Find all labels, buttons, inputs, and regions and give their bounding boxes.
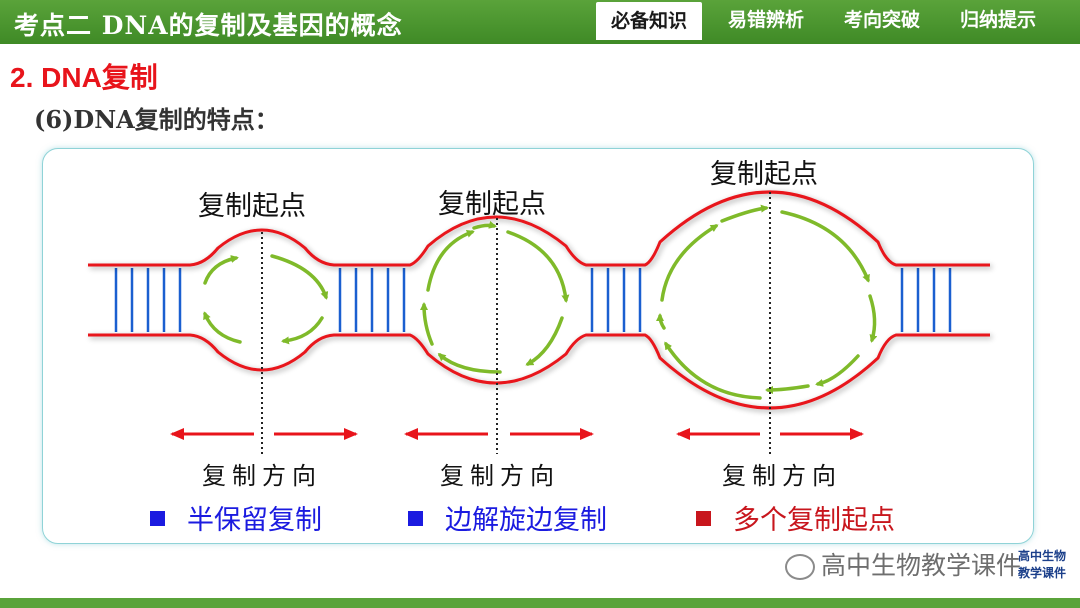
logo-line2: 教学课件: [1017, 566, 1066, 580]
section-title: 2. DNA复制: [10, 62, 158, 93]
square-bullet-icon: [408, 511, 423, 526]
feature-unwinding-while-replicating: 边解旋边复制: [408, 498, 607, 537]
tab-summary-tips[interactable]: 归纳提示: [959, 9, 1036, 31]
wechat-icon: [785, 554, 815, 580]
direction-label: 复制方向: [440, 462, 560, 490]
origin-label: 复制起点: [710, 159, 818, 190]
feature-text: 多个复制起点: [733, 505, 895, 536]
new-strand-arrows: [203, 204, 878, 400]
logo: 高中生物 教学课件: [1010, 548, 1074, 586]
feature-text: 边解旋边复制: [445, 505, 607, 536]
feature-multiple-origins: 多个复制起点: [696, 498, 895, 537]
square-bullet-icon: [696, 511, 711, 526]
top-bar: 考点二 DNA的复制及基因的概念 必备知识 易错辨析 考向突破 归纳提示: [0, 0, 1080, 44]
tab-required-knowledge[interactable]: 必备知识: [596, 2, 702, 40]
watermark-text: 高中生物教学课件: [821, 551, 1022, 580]
dna-strands: [88, 190, 990, 410]
tab-exam-direction[interactable]: 考向突破: [843, 9, 920, 31]
slide-header-title: 考点二 DNA的复制及基因的概念: [14, 11, 403, 40]
watermark: 高中生物教学课件: [785, 546, 1021, 582]
logo-line1: 高中生物: [1017, 549, 1066, 563]
base-pairs: [114, 268, 952, 332]
origin-lines: [261, 192, 771, 454]
feature-semiconservative: 半保留复制: [150, 498, 322, 537]
origin-label: 复制起点: [438, 189, 546, 220]
square-bullet-icon: [150, 511, 165, 526]
diagram-panel: [42, 148, 1034, 544]
bottom-bar: [0, 598, 1080, 608]
feature-text: 半保留复制: [187, 505, 322, 536]
origin-label: 复制起点: [198, 191, 306, 222]
direction-label: 复制方向: [202, 462, 322, 490]
tab-error-analysis[interactable]: 易错辨析: [727, 9, 804, 31]
subtitle: (6)DNA复制的特点：: [34, 105, 279, 134]
direction-label: 复制方向: [722, 462, 842, 490]
